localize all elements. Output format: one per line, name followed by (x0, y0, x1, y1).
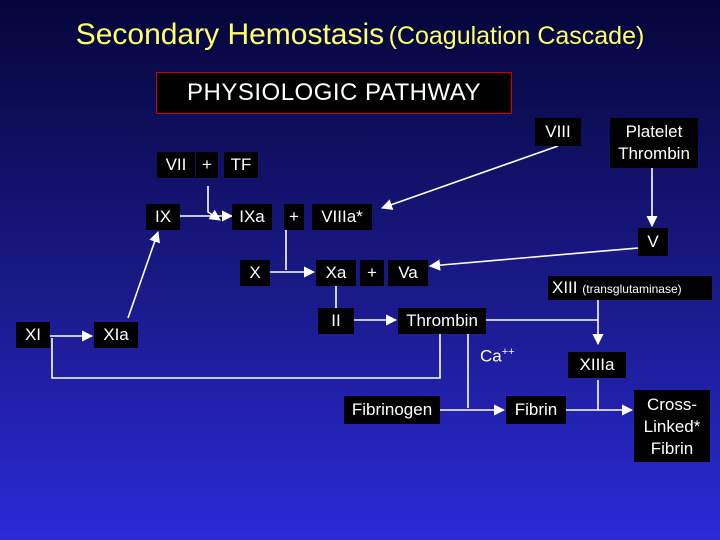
factor-vii: VII (157, 152, 195, 178)
platelet-thrombin: Platelet Thrombin (610, 118, 698, 168)
factor-viii: VIII (535, 118, 581, 146)
factor-ii: II (318, 308, 354, 334)
arrow-xia-to-ix (127, 230, 160, 319)
xiii-note: (transglutaminase) (582, 282, 682, 296)
factor-xa: Xa (316, 260, 356, 286)
vii-plus: + (196, 152, 218, 178)
factor-xi: XI (16, 322, 50, 348)
title-sub: (Coagulation Cascade) (388, 22, 645, 50)
ca-charge: ++ (501, 346, 515, 358)
factor-viiia: VIIIa* (312, 204, 372, 230)
xiii-label: XIII (552, 278, 578, 297)
factor-v: V (638, 228, 668, 256)
factor-ix: IX (146, 204, 180, 230)
ixa-plus: + (284, 204, 304, 230)
slide-title: Secondary Hemostasis (Coagulation Cascad… (0, 18, 720, 52)
title-main: Secondary Hemostasis (75, 18, 385, 51)
calcium-ion: Ca++ (480, 346, 515, 367)
fibrin: Fibrin (506, 396, 566, 424)
factor-va: Va (388, 260, 428, 286)
factor-xiii: XIII (transglutaminase) (548, 276, 712, 300)
line-feedback-loop (51, 334, 441, 379)
pathway-label: PHYSIOLOGIC PATHWAY (156, 72, 512, 114)
factor-xiiia: XIIIa (568, 352, 626, 378)
factor-tf: TF (224, 152, 258, 178)
factor-ixa: IXa (232, 204, 272, 230)
fibrinogen: Fibrinogen (344, 396, 440, 424)
thrombin: Thrombin (398, 308, 486, 334)
arrow-tf-to-x (207, 186, 221, 221)
ca-label: Ca (480, 346, 502, 366)
xa-plus: + (360, 260, 384, 286)
factor-xia: XIa (94, 322, 138, 348)
arrow-v-to-va (428, 247, 639, 271)
arrow-viii-to-viiia (380, 145, 559, 210)
cross-linked-fibrin: Cross-Linked* Fibrin (634, 390, 710, 462)
factor-x: X (240, 260, 270, 286)
